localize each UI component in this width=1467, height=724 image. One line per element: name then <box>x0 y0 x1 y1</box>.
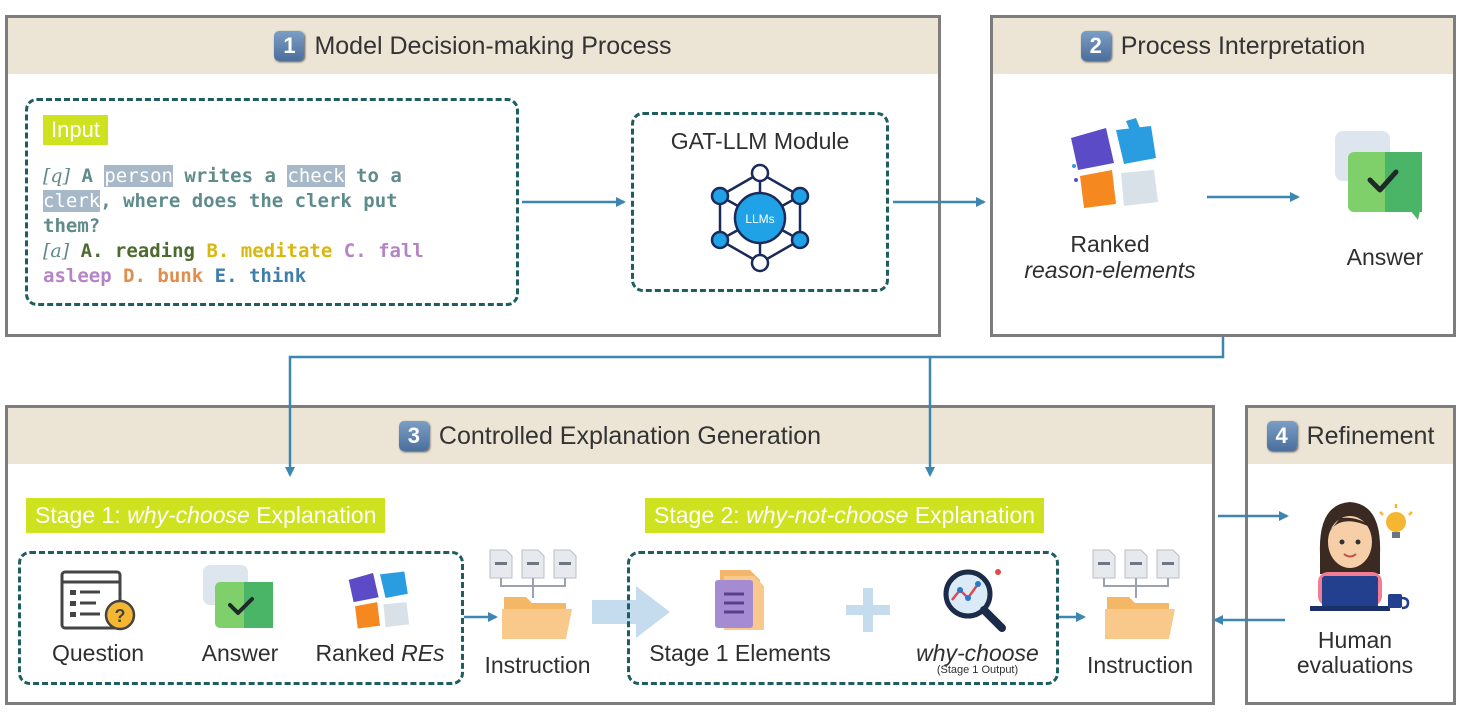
plus-icon <box>846 588 890 632</box>
highlighted-word: check <box>287 165 345 187</box>
stage1-label: Stage 1: why-choose Explanation <box>26 498 386 533</box>
llm-core-label: LLMs <box>745 212 774 226</box>
step-number-badge: 4 <box>1266 421 1297 451</box>
question-text: [q] A person writes a check to a clerk, … <box>43 165 424 287</box>
input-box <box>25 98 519 306</box>
ranked-re-label: Ranked reason-elements <box>1024 231 1196 283</box>
instruction-label: Instruction <box>484 652 591 678</box>
puzzle-icon <box>1071 118 1158 208</box>
stage1-elements-icon <box>715 570 764 630</box>
instruction-label: Instruction <box>1086 652 1194 678</box>
panel-model-decision: 1 Model Decision-making Process <box>5 15 941 337</box>
highlighted-word: person <box>104 165 173 187</box>
llm-network-icon: LLMs <box>710 163 810 273</box>
option-c-cont: asleep <box>43 265 112 287</box>
stage-transition-arrow <box>592 586 670 638</box>
option-a: A. reading <box>80 240 195 262</box>
magnifier-chart-icon <box>943 569 1006 632</box>
question-label: Question <box>51 640 145 666</box>
step-number-badge: 1 <box>274 31 305 61</box>
option-b: B. meditate <box>206 240 333 262</box>
stage1-box <box>18 551 464 685</box>
why-choose-label: why-choose <box>916 640 1039 666</box>
module-title: GAT-LLM Module <box>670 128 850 154</box>
highlighted-word: clerk <box>43 190 101 212</box>
panel-header: 2 Process Interpretation <box>993 18 1453 74</box>
panel-title: Refinement <box>1306 421 1435 450</box>
answer-label: Answer <box>1346 244 1424 270</box>
stage1-output-label: (Stage 1 Output) <box>936 664 1019 676</box>
human-evaluations-label: Human evaluations <box>1296 627 1414 678</box>
option-c: C. fall <box>343 240 424 262</box>
panel-title: Process Interpretation <box>1120 31 1366 60</box>
gat-llm-module-box <box>631 112 889 292</box>
step-number-badge: 2 <box>1080 31 1111 61</box>
option-e: E. think <box>214 265 307 287</box>
input-label: Input <box>43 115 108 145</box>
step-number-badge: 3 <box>398 421 429 451</box>
question-icon: ? <box>60 570 136 631</box>
ranked-res-label: Ranked REs <box>315 640 445 666</box>
svg-text:?: ? <box>115 606 126 626</box>
stage2-label: Stage 2: why-not-choose Explanation <box>645 498 1045 533</box>
option-d: D. bunk <box>123 265 204 287</box>
arrow-interpretation-to-stages <box>285 337 1225 477</box>
q-tag: [q] <box>43 165 70 187</box>
answer-label: Answer <box>201 640 279 666</box>
answer-chat-icon <box>1335 131 1422 220</box>
panel-title: Controlled Explanation Generation <box>438 421 822 450</box>
human-evaluator-icon <box>1310 502 1413 611</box>
answer-chat-icon <box>203 565 273 628</box>
stage2-box <box>627 551 1059 685</box>
panel-refinement: 4 Refinement <box>1245 405 1456 705</box>
panel-controlled-explanation: 3 Controlled Explanation Generation <box>5 405 1215 705</box>
a-tag: [a] <box>43 240 70 262</box>
instruction-folder-icon <box>1092 549 1180 639</box>
panel-header: 3 Controlled Explanation Generation <box>8 408 1212 464</box>
instruction-folder-icon <box>489 549 577 639</box>
panel-header: 1 Model Decision-making Process <box>8 18 938 74</box>
panel-header: 4 Refinement <box>1248 408 1453 464</box>
stage1-elements-label: Stage 1 Elements <box>649 640 831 666</box>
puzzle-icon <box>348 571 410 629</box>
panel-title: Model Decision-making Process <box>314 31 672 60</box>
